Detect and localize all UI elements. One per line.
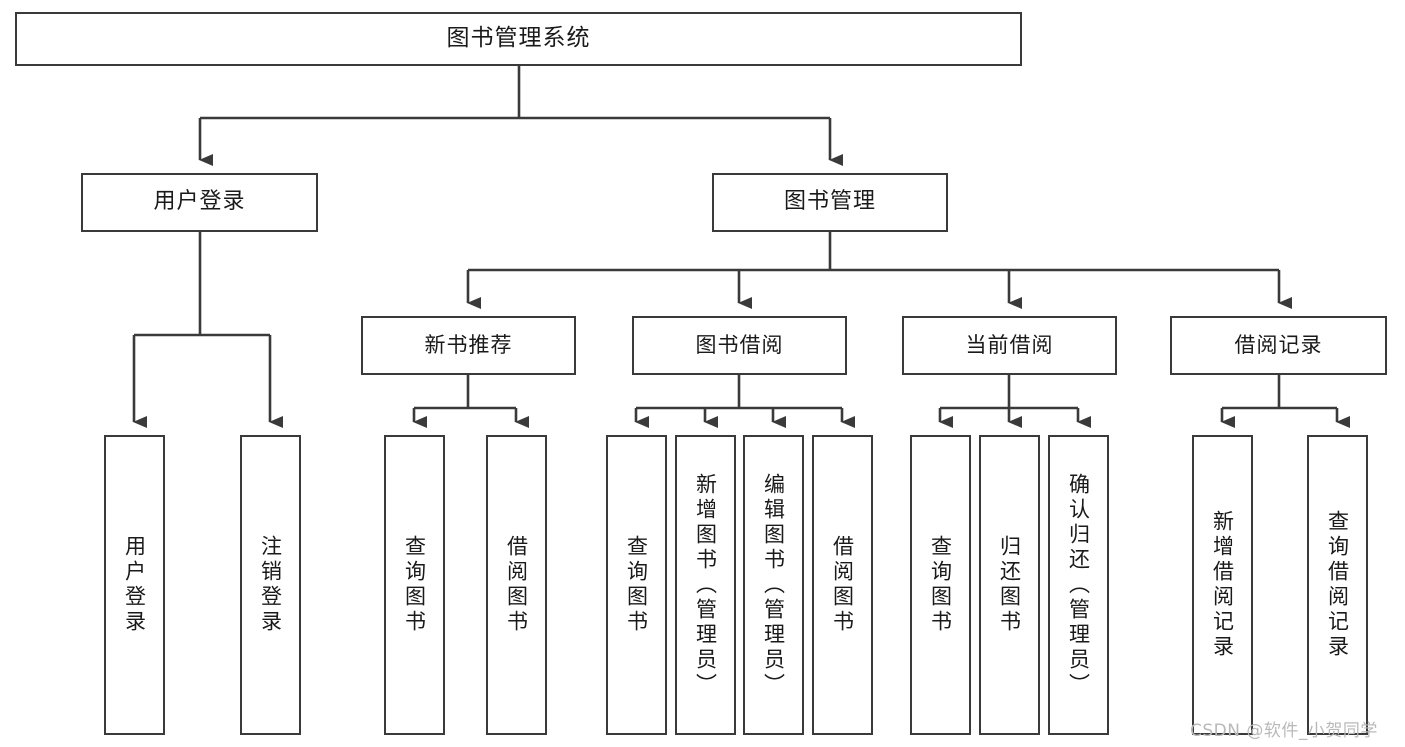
node-user-login-label: 用户登录 <box>153 189 246 215</box>
node-root[interactable]: 图书管理系统 <box>15 12 1022 66</box>
node-leaf-edit-book[interactable]: 编辑图书（管理员） <box>743 435 804 735</box>
node-leaf-query-book-2[interactable]: 查询图书 <box>606 435 667 735</box>
node-leaf-query-book-1-label: 查询图书 <box>402 535 427 635</box>
node-leaf-return-book-label: 归还图书 <box>997 535 1022 635</box>
node-leaf-add-record[interactable]: 新增借阅记录 <box>1192 435 1253 735</box>
node-book-borrow-label: 图书借阅 <box>695 332 784 357</box>
node-borrow-record-label: 借阅记录 <box>1234 332 1323 357</box>
node-leaf-query-book-3[interactable]: 查询图书 <box>910 435 971 735</box>
node-leaf-user-login-label: 用户登录 <box>122 535 147 635</box>
node-leaf-edit-book-label: 编辑图书（管理员） <box>761 472 786 698</box>
node-leaf-return-book[interactable]: 归还图书 <box>979 435 1040 735</box>
node-leaf-confirm-return-label: 确认归还（管理员） <box>1066 472 1091 698</box>
node-user-login[interactable]: 用户登录 <box>81 173 318 232</box>
node-current-borrow-label: 当前借阅 <box>965 332 1054 357</box>
node-new-book-recommend-label: 新书推荐 <box>424 332 513 357</box>
node-leaf-borrow-book-2[interactable]: 借阅图书 <box>812 435 873 735</box>
node-borrow-record[interactable]: 借阅记录 <box>1170 316 1387 375</box>
node-leaf-query-record-label: 查询借阅记录 <box>1325 510 1350 660</box>
node-leaf-borrow-book-1-label: 借阅图书 <box>504 535 529 635</box>
node-root-label: 图书管理系统 <box>446 25 591 52</box>
node-book-manage[interactable]: 图书管理 <box>712 173 948 232</box>
node-leaf-query-book-3-label: 查询图书 <box>928 535 953 635</box>
node-book-manage-label: 图书管理 <box>783 189 876 215</box>
node-current-borrow[interactable]: 当前借阅 <box>902 316 1117 375</box>
node-leaf-user-login[interactable]: 用户登录 <box>104 435 165 735</box>
node-leaf-add-book-label: 新增图书（管理员） <box>693 472 718 698</box>
node-leaf-add-record-label: 新增借阅记录 <box>1210 510 1235 660</box>
node-book-borrow[interactable]: 图书借阅 <box>632 316 847 375</box>
node-leaf-logout-login[interactable]: 注销登录 <box>240 435 301 735</box>
node-leaf-logout-login-label: 注销登录 <box>258 535 283 635</box>
node-leaf-borrow-book-2-label: 借阅图书 <box>830 535 855 635</box>
node-leaf-confirm-return[interactable]: 确认归还（管理员） <box>1048 435 1109 735</box>
node-leaf-add-book[interactable]: 新增图书（管理员） <box>675 435 736 735</box>
node-leaf-query-book-2-label: 查询图书 <box>624 535 649 635</box>
node-new-book-recommend[interactable]: 新书推荐 <box>361 316 576 375</box>
node-leaf-query-book-1[interactable]: 查询图书 <box>384 435 445 735</box>
node-leaf-borrow-book-1[interactable]: 借阅图书 <box>486 435 547 735</box>
node-leaf-query-record[interactable]: 查询借阅记录 <box>1307 435 1368 735</box>
